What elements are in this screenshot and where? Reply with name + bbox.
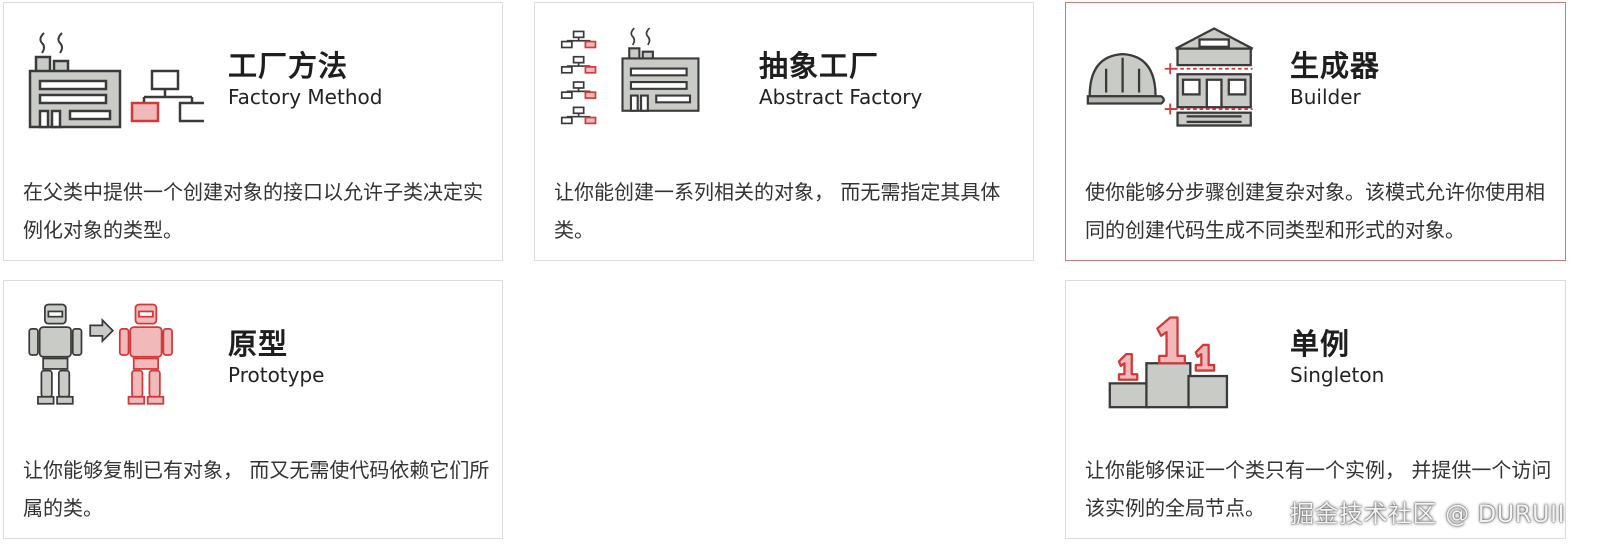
- card-title: 生成器: [1290, 49, 1381, 83]
- card-subtitle: Factory Method: [228, 85, 383, 109]
- abstract-factory-icon: [555, 23, 735, 131]
- card-title: 单例: [1290, 327, 1351, 361]
- card-description: 让你能够保证一个类只有一个实例， 并提供一个访问该实例的全局节点。: [1085, 458, 1552, 520]
- card-subtitle: Singleton: [1290, 363, 1385, 387]
- card-title: 抽象工厂: [759, 49, 880, 83]
- pattern-card-prototype[interactable]: 原型 Prototype 让你能够复制已有对象， 而又无需使代码依赖它们所属的类…: [3, 280, 503, 539]
- card-subtitle: Prototype: [228, 363, 325, 387]
- card-description: 在父类中提供一个创建对象的接口以允许子类决定实例化对象的类型。: [23, 180, 483, 242]
- card-description: 让你能够复制已有对象， 而又无需使代码依赖它们所属的类。: [23, 458, 490, 520]
- builder-icon: [1086, 23, 1266, 131]
- pattern-card-singleton[interactable]: 单例 Singleton 让你能够保证一个类只有一个实例， 并提供一个访问该实例…: [1065, 280, 1566, 539]
- prototype-icon: [24, 301, 204, 409]
- pattern-card-abstract-factory[interactable]: 抽象工厂 Abstract Factory 让你能创建一系列相关的对象， 而无需…: [534, 2, 1034, 261]
- pattern-card-builder[interactable]: 生成器 Builder 使你能够分步骤创建复杂对象。该模式允许你使用相同的创建代…: [1065, 2, 1566, 261]
- card-subtitle: Abstract Factory: [759, 85, 923, 109]
- card-title: 原型: [228, 327, 289, 361]
- singleton-icon: [1086, 301, 1266, 409]
- card-title: 工厂方法: [228, 49, 349, 83]
- factory-method-icon: [24, 23, 204, 131]
- card-description: 使你能够分步骤创建复杂对象。该模式允许你使用相同的创建代码生成不同类型和形式的对…: [1085, 180, 1545, 242]
- card-subtitle: Builder: [1290, 85, 1361, 109]
- watermark: 掘金技术社区 @ DURUII: [1290, 500, 1566, 528]
- pattern-card-factory-method[interactable]: 工厂方法 Factory Method 在父类中提供一个创建对象的接口以允许子类…: [3, 2, 503, 261]
- card-description: 让你能创建一系列相关的对象， 而无需指定其具体类。: [554, 180, 1001, 242]
